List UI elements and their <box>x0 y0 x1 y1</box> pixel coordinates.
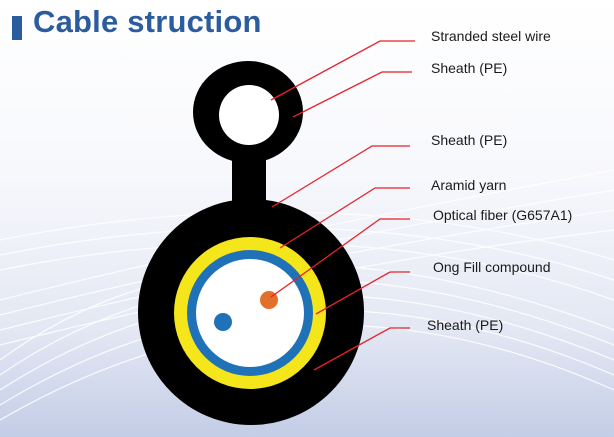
label-fill-compound: Ong Fill compound <box>433 259 551 275</box>
label-optical-fiber: Optical fiber (G657A1) <box>433 207 573 223</box>
page-title: Cable struction <box>33 4 262 39</box>
leader-line <box>271 145 410 208</box>
label-sheath-neck: Sheath (PE) <box>431 132 508 148</box>
steel-wire <box>219 85 279 145</box>
leader-line <box>313 327 410 371</box>
fill-compound <box>196 259 304 367</box>
leader-line <box>279 187 410 249</box>
label-sheath-outer: Sheath (PE) <box>427 317 504 333</box>
leader-line <box>270 40 415 101</box>
title-accent-bar <box>12 16 22 40</box>
label-aramid-yarn: Aramid yarn <box>431 177 507 193</box>
leader-line <box>315 271 410 315</box>
optical-fiber-blue <box>214 313 232 331</box>
leader-line <box>292 71 412 118</box>
label-sheath-messenger: Sheath (PE) <box>431 60 508 76</box>
leader-lines <box>270 40 415 371</box>
leader-line <box>270 218 410 298</box>
label-stranded-steel-wire: Stranded steel wire <box>431 28 551 44</box>
